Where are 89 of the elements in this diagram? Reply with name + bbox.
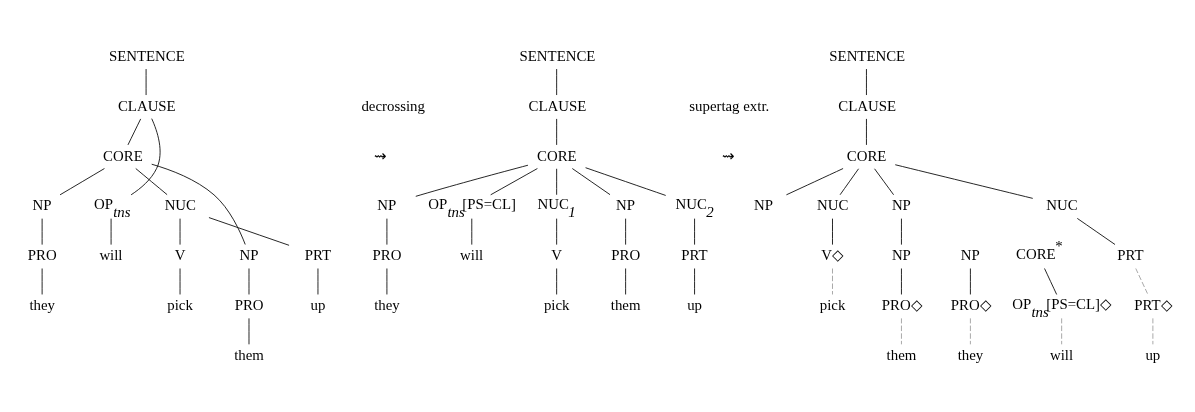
node-text: they bbox=[957, 346, 984, 363]
node-text: PRO◇ bbox=[881, 296, 923, 313]
node-text: SENTENCE bbox=[108, 47, 185, 64]
label: ⇝ bbox=[721, 147, 735, 164]
node-text: V◇ bbox=[821, 246, 845, 263]
node-text: PRO bbox=[234, 296, 264, 313]
connector bbox=[625, 267, 627, 295]
node-text: V bbox=[551, 246, 563, 263]
node-text: CLAUSE bbox=[528, 97, 587, 114]
node-text: NP bbox=[753, 196, 773, 213]
connector bbox=[832, 217, 833, 245]
connector bbox=[970, 267, 971, 295]
connector bbox=[839, 167, 859, 195]
connector bbox=[556, 118, 558, 145]
node-text: PRO◇ bbox=[950, 296, 992, 313]
node-text: CLAUSE bbox=[838, 97, 897, 114]
connector bbox=[556, 167, 558, 195]
node-text: NP bbox=[891, 246, 911, 263]
connector bbox=[59, 167, 105, 195]
connector bbox=[832, 267, 833, 295]
node-text: PRT bbox=[304, 246, 332, 263]
connector bbox=[556, 267, 558, 295]
node-text: SENTENCE bbox=[519, 47, 596, 64]
node-text: NP bbox=[377, 196, 397, 213]
node-text: PRO bbox=[611, 246, 641, 263]
connector bbox=[901, 317, 902, 345]
label: ⇝ bbox=[373, 147, 387, 164]
node-text: PRO bbox=[27, 246, 57, 263]
connector bbox=[556, 68, 558, 95]
node-text: NUC bbox=[1046, 196, 1078, 213]
connector bbox=[786, 167, 844, 195]
node-text: will bbox=[1049, 346, 1074, 363]
node-text: SENTENCE bbox=[829, 47, 906, 64]
connector bbox=[970, 317, 971, 345]
connector bbox=[694, 267, 695, 295]
node-text: them bbox=[234, 346, 264, 363]
node-text: PRT◇ bbox=[1134, 296, 1173, 313]
connector bbox=[135, 167, 168, 195]
node-text: will bbox=[99, 246, 123, 263]
connector bbox=[1044, 267, 1058, 295]
connector bbox=[625, 217, 627, 245]
node-text: they bbox=[374, 296, 400, 313]
connector bbox=[866, 68, 867, 95]
node-text: pick bbox=[167, 296, 193, 313]
connector bbox=[127, 118, 142, 145]
label: supertag extr. bbox=[689, 97, 770, 114]
node-text: pick bbox=[819, 296, 846, 313]
connector bbox=[130, 117, 161, 195]
label: decrossing bbox=[361, 97, 425, 114]
connector bbox=[1061, 317, 1063, 345]
node-text: NUC bbox=[817, 196, 849, 213]
connector bbox=[901, 267, 902, 295]
connector bbox=[1076, 217, 1116, 245]
connector bbox=[490, 167, 538, 195]
connector bbox=[1152, 317, 1154, 345]
node-text: NP bbox=[891, 196, 911, 213]
connector bbox=[901, 217, 902, 245]
node-text: them bbox=[886, 346, 917, 363]
node-text: pick bbox=[543, 296, 570, 313]
connector bbox=[894, 163, 1034, 199]
node-text: they bbox=[29, 296, 55, 313]
connector bbox=[151, 163, 246, 245]
node-text: NP bbox=[239, 246, 259, 263]
node-text: PRT bbox=[1117, 246, 1144, 263]
node-text: up bbox=[310, 296, 326, 313]
node-text: will bbox=[460, 246, 484, 263]
node-text: PRT bbox=[681, 246, 708, 263]
node-text: NP bbox=[960, 246, 980, 263]
node-text: CORE bbox=[846, 147, 887, 164]
node-text: NUC bbox=[164, 196, 196, 213]
node-text: CLAUSE bbox=[117, 97, 176, 114]
node-text: NP bbox=[616, 196, 636, 213]
node-text: CORE bbox=[537, 147, 577, 164]
connector bbox=[585, 166, 667, 196]
connector bbox=[874, 167, 895, 195]
connector bbox=[866, 118, 867, 145]
connector bbox=[415, 164, 529, 197]
node-text: PRO bbox=[372, 246, 402, 263]
connector bbox=[208, 216, 290, 246]
connector bbox=[571, 167, 611, 195]
connector bbox=[556, 217, 558, 245]
node-text: up bbox=[1145, 346, 1161, 363]
node-text: NP bbox=[32, 196, 52, 213]
node-text: V bbox=[174, 246, 186, 263]
connector bbox=[694, 217, 695, 245]
connector bbox=[1135, 267, 1149, 295]
node-text: them bbox=[610, 296, 641, 313]
node-text: up bbox=[687, 296, 702, 313]
node-text: CORE bbox=[103, 147, 143, 164]
